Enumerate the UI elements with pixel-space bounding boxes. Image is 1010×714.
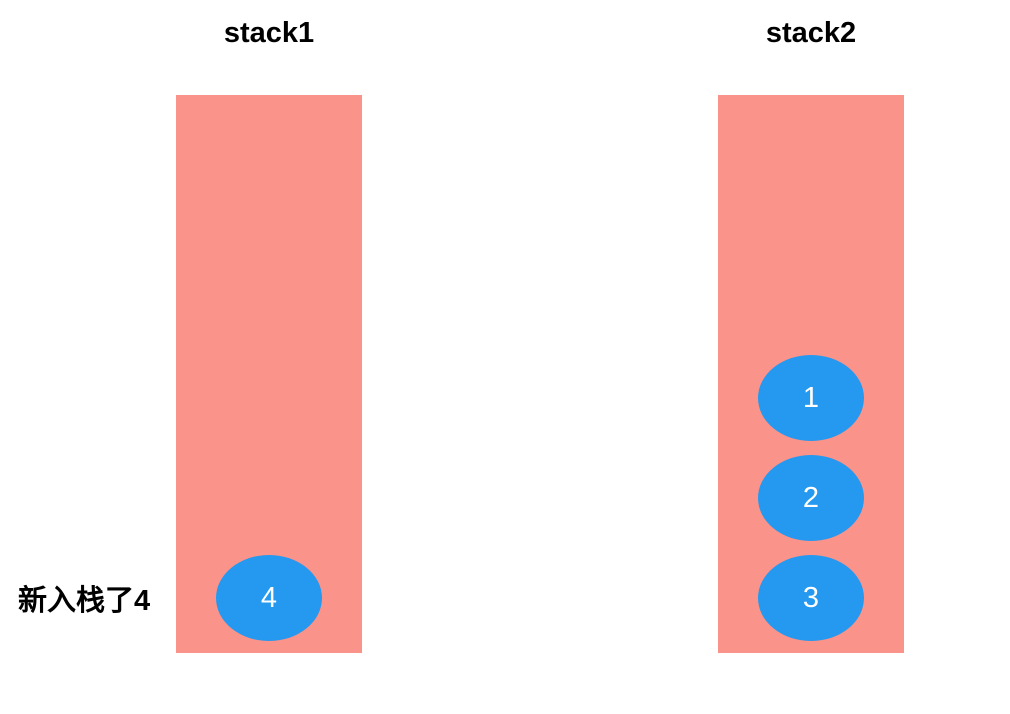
stack2-item-2: 2 bbox=[758, 455, 864, 541]
stack-item-label: 4 bbox=[260, 581, 278, 614]
stack1-group: stack1 4 bbox=[176, 0, 362, 653]
stack-item-label: 2 bbox=[802, 481, 820, 514]
stack2-container: 1 2 3 bbox=[718, 95, 904, 653]
stack2-group: stack2 1 2 3 bbox=[718, 0, 904, 653]
stack1-title: stack1 bbox=[223, 17, 315, 49]
stack-item-label: 1 bbox=[802, 381, 820, 414]
stack2-title: stack2 bbox=[765, 17, 857, 49]
stack-item-label: 3 bbox=[802, 581, 820, 614]
push-annotation-label: 新入栈了4 bbox=[18, 585, 151, 617]
stack2-item-1: 1 bbox=[758, 355, 864, 441]
stack2-item-3: 3 bbox=[758, 555, 864, 641]
stack1-item-4: 4 bbox=[216, 555, 322, 641]
stack1-container: 4 bbox=[176, 95, 362, 653]
